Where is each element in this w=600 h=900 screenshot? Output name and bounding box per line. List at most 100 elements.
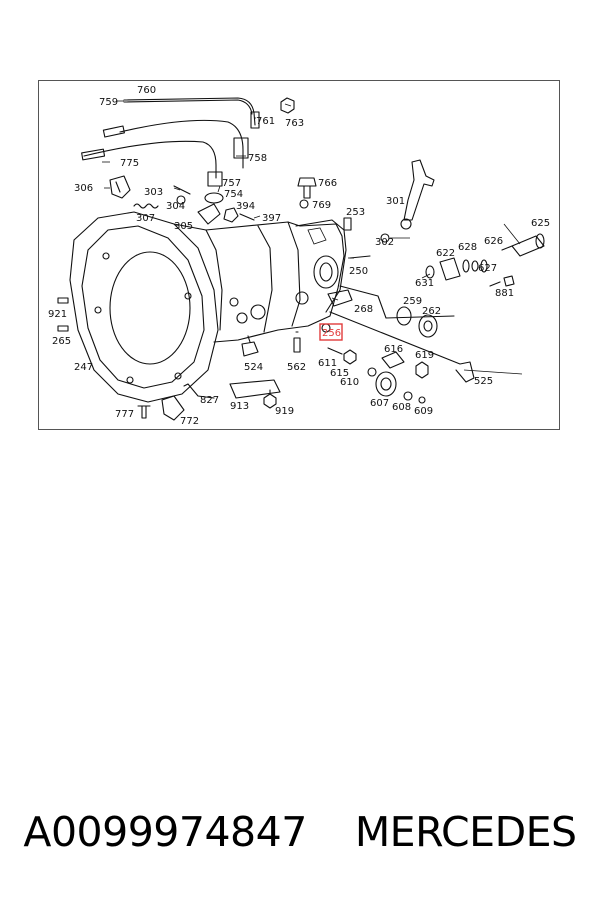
sleeve-622 — [439, 257, 461, 281]
screw-397 — [239, 213, 255, 221]
breather-766 — [297, 177, 317, 199]
label-302: 302 — [375, 237, 394, 248]
label-827: 827 — [200, 395, 219, 406]
label-301: 301 — [386, 196, 405, 207]
drive-gear-625 — [501, 233, 545, 257]
spring-307 — [133, 203, 159, 209]
bracket-827 — [183, 383, 215, 399]
label-777: 777 — [115, 409, 134, 420]
pin-303 — [173, 185, 191, 195]
label-608: 608 — [392, 402, 411, 413]
label-625: 625 — [531, 218, 550, 229]
bearing-259 — [396, 306, 412, 326]
label-626: 626 — [484, 236, 503, 247]
label-394: 394 — [236, 201, 255, 212]
label-757: 757 — [222, 178, 241, 189]
product-caption: A0099974847 MERCEDES — [0, 802, 600, 862]
label-754: 754 — [224, 189, 243, 200]
bolt-619 — [415, 361, 429, 379]
clip-616 — [381, 351, 405, 369]
selector-lever-301 — [400, 159, 435, 230]
label-303: 303 — [144, 187, 163, 198]
gasket-913 — [229, 379, 281, 399]
label-622: 622 — [436, 248, 455, 259]
label-305: 305 — [174, 221, 193, 232]
label-611: 611 — [318, 358, 337, 369]
label-881: 881 — [495, 288, 514, 299]
label-763: 763 — [285, 118, 304, 129]
nut-608 — [403, 391, 413, 401]
seal-631 — [425, 265, 435, 279]
label-609: 609 — [414, 406, 433, 417]
lever-305 — [197, 203, 221, 225]
highlight-box-256 — [319, 323, 343, 341]
shift-cable-assembly — [81, 97, 260, 187]
nut-615 — [343, 349, 357, 365]
brand-name: MERCEDES — [354, 808, 577, 856]
label-256-highlighted: 256 — [322, 328, 341, 339]
label-306: 306 — [74, 183, 93, 194]
label-268: 268 — [354, 304, 373, 315]
bracket-524 — [241, 335, 259, 357]
flange-607 — [375, 371, 397, 397]
label-616: 616 — [384, 344, 403, 355]
label-627: 627 — [478, 263, 497, 274]
label-766: 766 — [318, 178, 337, 189]
transmission-housing — [69, 211, 347, 403]
washer-610 — [367, 367, 377, 377]
label-628: 628 — [458, 242, 477, 253]
label-307: 307 — [136, 213, 155, 224]
dowel-265 — [57, 325, 69, 332]
rod-525 — [329, 311, 475, 383]
bolt-881 — [489, 275, 515, 287]
exploded-parts-diagram: 760 759 761 763 775 758 306 303 757 754 … — [38, 80, 560, 430]
label-761: 761 — [256, 116, 275, 127]
ring-626 — [480, 259, 488, 273]
label-607: 607 — [370, 398, 389, 409]
label-250: 250 — [349, 266, 368, 277]
callout-labels: 760 759 761 763 775 758 306 303 757 754 … — [48, 85, 550, 427]
bolt-763 — [280, 97, 295, 114]
label-619: 619 — [415, 350, 434, 361]
label-759: 759 — [99, 97, 118, 108]
label-921: 921 — [48, 309, 67, 320]
rod-link — [339, 285, 455, 319]
bolt-919 — [263, 389, 277, 409]
bracket-772 — [161, 395, 185, 421]
screw-611 — [327, 347, 343, 355]
washer-304 — [176, 195, 186, 205]
part-number: A0099974847 — [23, 808, 307, 856]
seal-769 — [299, 199, 309, 209]
label-259: 259 — [403, 296, 422, 307]
ring-754 — [204, 192, 224, 204]
label-253: 253 — [346, 207, 365, 218]
label-397: 397 — [262, 213, 281, 224]
parts-diagram-frame: 760 759 761 763 775 758 306 303 757 754 … — [38, 80, 560, 430]
label-304: 304 — [166, 201, 185, 212]
pin-253 — [343, 217, 352, 231]
washer-609 — [418, 396, 426, 404]
label-247: 247 — [74, 362, 93, 373]
dowel-921 — [57, 297, 69, 304]
label-772: 772 — [180, 416, 199, 427]
ring-628 — [462, 259, 470, 273]
plate-268 — [327, 289, 353, 307]
label-525: 525 — [474, 376, 493, 387]
label-760: 760 — [137, 85, 156, 96]
label-615: 615 — [330, 368, 349, 379]
label-631: 631 — [415, 278, 434, 289]
label-562: 562 — [287, 362, 306, 373]
washer-302 — [380, 233, 390, 243]
bracket-306 — [109, 175, 131, 199]
label-758: 758 — [248, 153, 267, 164]
label-913: 913 — [230, 401, 249, 412]
leader-lines — [102, 100, 523, 375]
bolt-777 — [137, 405, 151, 419]
bolt-394 — [223, 207, 239, 223]
plug-562 — [293, 331, 301, 353]
label-610: 610 — [340, 377, 359, 388]
label-775: 775 — [120, 158, 139, 169]
label-919: 919 — [275, 406, 294, 417]
label-769: 769 — [312, 200, 331, 211]
label-524: 524 — [244, 362, 263, 373]
